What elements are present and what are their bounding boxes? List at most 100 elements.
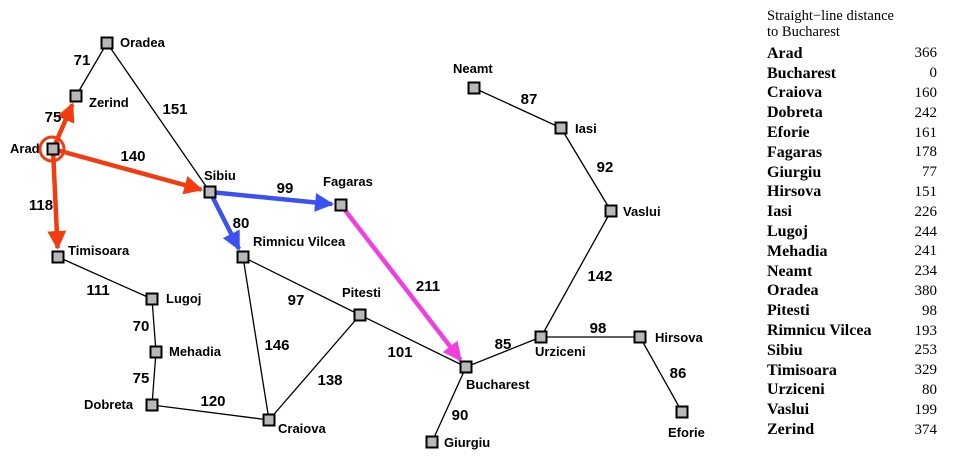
city-label-mehadia: Mehadia bbox=[169, 344, 222, 359]
table-distance-value: 244 bbox=[914, 223, 938, 240]
city-node-rimnicu-vilcea bbox=[236, 250, 250, 264]
road-fagaras-bucharest bbox=[339, 203, 463, 362]
table-distance-value: 178 bbox=[914, 144, 938, 161]
table-city-name: Arad bbox=[767, 44, 803, 62]
city-label-zerind: Zerind bbox=[89, 95, 129, 110]
table-distance-value: 151 bbox=[914, 183, 938, 200]
table-city-name: Fagaras bbox=[767, 143, 823, 161]
table-city-name: Neamt bbox=[767, 262, 813, 280]
city-label-bucharest: Bucharest bbox=[466, 377, 530, 392]
distance-label-lugoj-mehadia: 70 bbox=[133, 318, 150, 335]
table-row-urziceni: Urziceni 80 bbox=[767, 381, 937, 401]
table-city-name: Zerind bbox=[767, 421, 815, 439]
city-label-arad: Arad bbox=[10, 141, 40, 156]
road-dobreta-craiova bbox=[151, 404, 270, 421]
city-label-vaslui: Vaslui bbox=[623, 204, 661, 219]
city-label-sibiu: Sibiu bbox=[204, 168, 236, 183]
start-city-marker bbox=[38, 135, 66, 163]
table-city-name: Dobreta bbox=[767, 104, 823, 122]
distance-label-mehadia-dobreta: 75 bbox=[133, 370, 150, 387]
table-row-eforie: Eforie 161 bbox=[767, 123, 937, 143]
table-title-line2: to Bucharest bbox=[767, 24, 840, 40]
distance-label-timisoara-lugoj: 111 bbox=[86, 282, 109, 299]
table-distance-value: 199 bbox=[914, 401, 938, 418]
road-mehadia-dobreta bbox=[151, 351, 157, 406]
table-distance-value: 193 bbox=[914, 322, 938, 339]
city-labels: OradeaZerindAradTimisoaraLugojMehadiaDob… bbox=[10, 35, 705, 450]
city-label-giurgiu: Giurgiu bbox=[444, 435, 490, 450]
road-oradea-sibiu bbox=[106, 42, 211, 193]
road-rimnicu-vilcea-pitesti bbox=[242, 256, 361, 316]
road-timisoara-lugoj bbox=[57, 256, 153, 300]
city-node-oradea bbox=[100, 36, 114, 50]
city-label-hirsova: Hirsova bbox=[655, 330, 703, 345]
city-label-fagaras: Fagaras bbox=[323, 174, 373, 189]
table-distance-value: 98 bbox=[922, 302, 937, 319]
distance-label-arad-zerind: 75 bbox=[45, 109, 62, 126]
city-node-eforie bbox=[675, 405, 689, 419]
table-city-name: Sibiu bbox=[767, 341, 803, 359]
city-node-dobreta bbox=[145, 398, 159, 412]
road-lugoj-mehadia bbox=[151, 298, 157, 353]
city-label-rimnicu-vilcea: Rimnicu Vilcea bbox=[253, 234, 346, 249]
road-hirsova-eforie bbox=[639, 336, 683, 413]
road-arad-sibiu bbox=[52, 146, 204, 195]
city-node-craiova bbox=[262, 413, 276, 427]
road-pitesti-bucharest bbox=[359, 314, 467, 368]
table-city-name: Timisoara bbox=[767, 361, 837, 379]
table-distance-value: 226 bbox=[914, 203, 938, 220]
road-arad-zerind bbox=[50, 102, 75, 150]
city-label-lugoj: Lugoj bbox=[166, 291, 201, 306]
table-distance-value: 161 bbox=[914, 124, 938, 141]
table-city-name: Urziceni bbox=[767, 381, 825, 399]
city-label-neamt: Neamt bbox=[453, 61, 493, 76]
table-row-vaslui: Vaslui 199 bbox=[767, 400, 937, 420]
table-title: Straight−line distance to Bucharest bbox=[767, 8, 937, 40]
distance-label-urziceni-vaslui: 142 bbox=[587, 268, 612, 285]
distance-label-fagaras-bucharest: 211 bbox=[416, 278, 440, 295]
table-city-name: Iasi bbox=[767, 203, 792, 221]
city-label-urziceni: Urziceni bbox=[535, 344, 586, 359]
distance-label-craiova-pitesti: 138 bbox=[317, 372, 342, 389]
table-title-line1: Straight−line distance bbox=[767, 8, 894, 24]
table-city-name: Eforie bbox=[767, 124, 810, 142]
distance-label-oradea-zerind: 71 bbox=[74, 52, 91, 69]
city-node-pitesti bbox=[353, 308, 367, 322]
city-node-iasi bbox=[554, 121, 568, 135]
straight-line-distance-table: Straight−line distance to Bucharest Arad… bbox=[767, 8, 937, 440]
road-sibiu-fagaras bbox=[209, 189, 334, 212]
city-node-vaslui bbox=[604, 204, 618, 218]
city-label-eforie: Eforie bbox=[668, 425, 705, 440]
distance-label-rimnicu-vilcea-craiova: 146 bbox=[264, 337, 289, 354]
distance-label-urziceni-hirsova: 98 bbox=[590, 320, 607, 337]
table-distance-value: 241 bbox=[914, 243, 938, 260]
city-node-urziceni bbox=[534, 330, 548, 344]
road-sibiu-rimnicu-vilcea bbox=[207, 190, 241, 251]
city-label-iasi: Iasi bbox=[575, 121, 597, 136]
city-node-bucharest bbox=[459, 360, 473, 374]
table-distance-value: 0 bbox=[929, 65, 938, 82]
table-distance-value: 80 bbox=[922, 381, 937, 398]
city-label-oradea: Oradea bbox=[120, 35, 166, 50]
city-label-craiova: Craiova bbox=[278, 421, 326, 436]
city-node-fagaras bbox=[334, 198, 348, 212]
table-city-name: Vaslui bbox=[767, 401, 810, 419]
city-node-neamt bbox=[467, 81, 481, 95]
road-craiova-pitesti bbox=[268, 314, 361, 421]
table-distance-value: 77 bbox=[922, 164, 937, 181]
distance-label-bucharest-urziceni: 85 bbox=[495, 336, 512, 353]
distance-label-pitesti-bucharest: 101 bbox=[387, 344, 412, 361]
